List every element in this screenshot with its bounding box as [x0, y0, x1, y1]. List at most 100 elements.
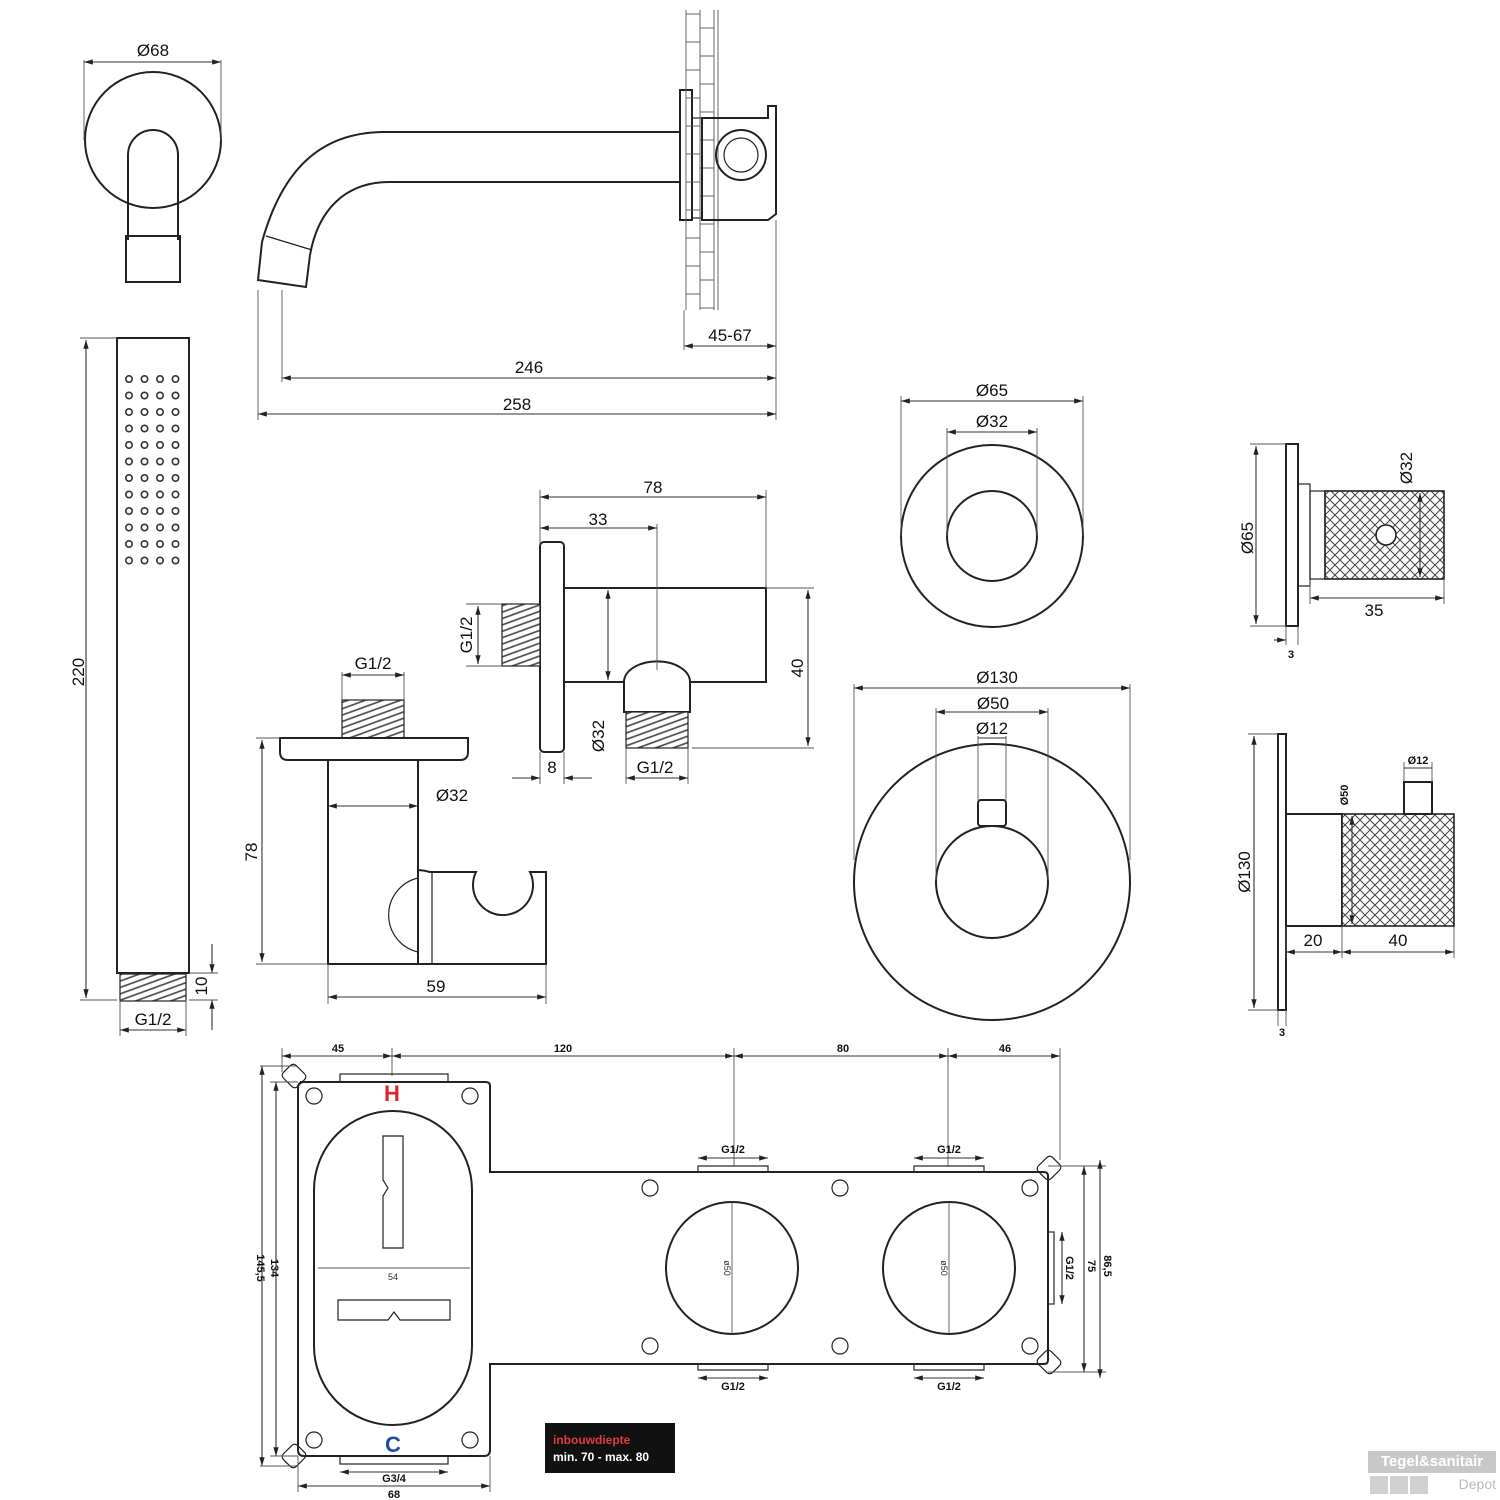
dim-d32-side: Ø32 — [1397, 452, 1416, 484]
dim-220: 220 — [69, 658, 88, 686]
nozzle-dot — [156, 506, 165, 515]
nozzle-dot — [156, 374, 165, 383]
dim-d12: Ø12 — [976, 719, 1008, 738]
dim-box-134: 134 — [268, 1259, 280, 1278]
dim-box-g12-b: G1/2 — [937, 1144, 961, 1156]
logo-bottom-text: Depot — [1458, 1476, 1496, 1492]
dim-d32-rose: Ø32 — [976, 412, 1008, 431]
dim-box-80: 80 — [837, 1043, 849, 1055]
dim-box-145: 145,5 — [254, 1254, 266, 1282]
nozzle-dot — [171, 424, 180, 433]
nozzle-dot — [125, 440, 134, 449]
nozzle-dot — [125, 506, 134, 515]
cold-label: C — [385, 1432, 401, 1457]
nozzle-dot — [171, 391, 180, 400]
dim-78-elbow: 78 — [644, 478, 663, 497]
dim-35: 35 — [1365, 601, 1384, 620]
nozzle-dot — [125, 523, 134, 532]
installation-depth-badge: inbouwdiepte min. 70 - max. 80 — [545, 1423, 675, 1473]
nozzle-dot — [156, 457, 165, 466]
dim-d65-side: Ø65 — [1238, 522, 1257, 554]
nozzle-dot — [156, 424, 165, 433]
badge-line-2: min. 70 - max. 80 — [553, 1450, 650, 1464]
dim-d50: Ø50 — [977, 694, 1009, 713]
nozzle-dot — [125, 473, 134, 482]
hot-label: H — [384, 1081, 400, 1106]
dim-box-g12-side: G1/2 — [1063, 1256, 1075, 1280]
wall-elbow: 78 33 40 G1/2 Ø32 8 G1/2 — [457, 478, 814, 784]
nozzle-dot — [125, 391, 134, 400]
stop-valve-front: Ø65 Ø32 — [900, 381, 1084, 628]
nozzle-dot — [171, 473, 180, 482]
nozzle-dot — [156, 440, 165, 449]
brand-logo: Tegel&sanitair Depot — [1368, 1451, 1496, 1497]
badge-line-1: inbouwdiepte — [553, 1433, 631, 1447]
dim-box-865: 86,5 — [1101, 1255, 1113, 1276]
dim-258: 258 — [503, 395, 531, 414]
dim-40-elbow: 40 — [788, 659, 807, 678]
nozzle-dot — [156, 473, 165, 482]
dim-box-g12-a: G1/2 — [721, 1144, 745, 1156]
nozzle-dot — [140, 523, 149, 532]
dim-g12-holder: G1/2 — [355, 654, 392, 673]
dim-d68: Ø68 — [137, 41, 169, 60]
dim-g12-elbow: G1/2 — [457, 617, 476, 654]
nozzle-dot — [140, 556, 149, 565]
dim-box-o50-a: ø50 — [722, 1260, 732, 1276]
nozzle-dot — [156, 391, 165, 400]
dim-d32-elbow: Ø32 — [589, 720, 608, 752]
logo-top-text: Tegel&sanitair — [1368, 1451, 1496, 1473]
dim-box-o50-b: ø50 — [939, 1260, 949, 1276]
nozzle-dot — [140, 424, 149, 433]
dim-g12-elbow-bottom: G1/2 — [637, 758, 674, 777]
nozzle-dot — [156, 407, 165, 416]
nozzle-dot — [171, 523, 180, 532]
nozzle-dot — [171, 457, 180, 466]
nozzle-dot — [171, 556, 180, 565]
hand-shower-nozzles — [125, 374, 180, 565]
dim-8: 8 — [547, 758, 556, 777]
dim-59: 59 — [427, 977, 446, 996]
dim-20: 20 — [1304, 931, 1323, 950]
dim-box-68: 68 — [388, 1489, 400, 1500]
nozzle-dot — [125, 539, 134, 548]
dim-33: 33 — [589, 510, 608, 529]
logo-tile-icon-2 — [1410, 1476, 1428, 1494]
dim-d130-side: Ø130 — [1235, 851, 1254, 893]
shower-holder: G1/2 Ø32 78 59 — [242, 654, 547, 1004]
dim-246: 246 — [515, 358, 543, 377]
spout-side-view: 45-67 246 258 — [256, 10, 777, 420]
nozzle-dot — [125, 407, 134, 416]
dim-10: 10 — [192, 977, 211, 996]
dim-d12-side: Ø12 — [1408, 755, 1429, 767]
nozzle-dot — [171, 440, 180, 449]
nozzle-dot — [140, 473, 149, 482]
nozzle-dot — [125, 374, 134, 383]
logo-drop-icon — [1370, 1476, 1388, 1494]
dim-3-bottom: 3 — [1279, 1027, 1285, 1039]
dim-box-120: 120 — [554, 1043, 572, 1055]
dim-d130: Ø130 — [976, 668, 1018, 687]
dim-40-side: 40 — [1389, 931, 1408, 950]
nozzle-dot — [140, 457, 149, 466]
nozzle-dot — [125, 457, 134, 466]
nozzle-dot — [125, 490, 134, 499]
dim-78-holder: 78 — [242, 843, 261, 862]
dim-box-g34: G3/4 — [382, 1473, 407, 1485]
logo-tile-icon — [1390, 1476, 1408, 1494]
nozzle-dot — [171, 539, 180, 548]
nozzle-dot — [156, 490, 165, 499]
nozzle-dot — [156, 539, 165, 548]
thermostat-front: Ø130 Ø50 Ø12 — [853, 668, 1131, 1021]
dim-box-g12-d: G1/2 — [937, 1381, 961, 1393]
nozzle-dot — [140, 407, 149, 416]
thermostat-side: Ø130 Ø50 Ø12 20 40 3 — [1235, 733, 1455, 1039]
nozzle-dot — [140, 440, 149, 449]
nozzle-dot — [156, 523, 165, 532]
nozzle-dot — [140, 374, 149, 383]
nozzle-dot — [140, 391, 149, 400]
nozzle-dot — [171, 374, 180, 383]
hand-shower: 220 10 G1/2 — [69, 337, 218, 1036]
dim-d65-rose: Ø65 — [976, 381, 1008, 400]
